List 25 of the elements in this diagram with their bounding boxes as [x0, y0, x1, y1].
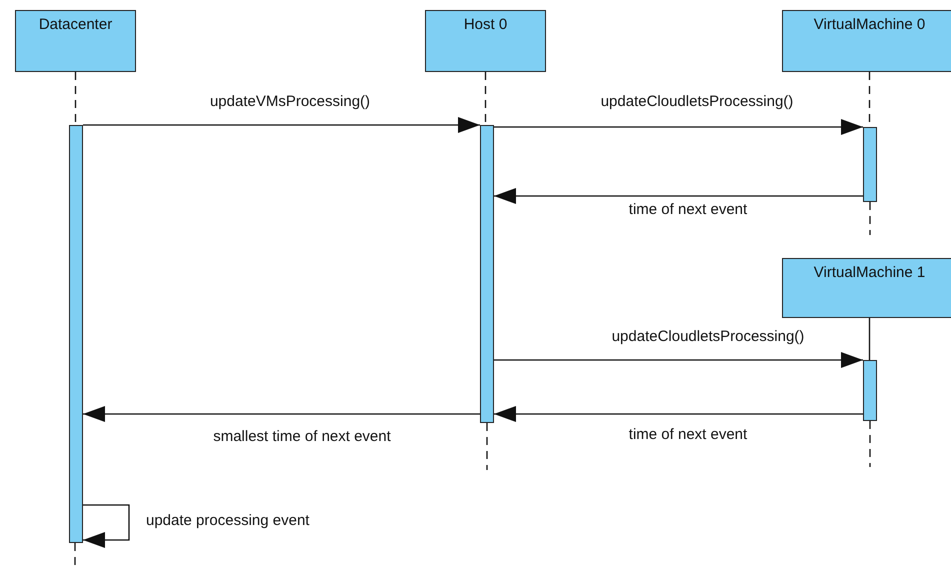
message-label: time of next event — [628, 201, 748, 218]
activation-bar — [863, 360, 877, 421]
lifeline — [484, 72, 486, 125]
activation-bar — [863, 127, 877, 202]
lifeline-box: Host 0 — [425, 10, 546, 72]
lifeline-box: VirtualMachine 1 — [782, 258, 951, 318]
self-message-arrow — [83, 504, 130, 548]
lifeline — [74, 72, 76, 125]
lifeline-box: Datacenter — [15, 10, 136, 72]
message-arrow — [494, 406, 863, 422]
message-label: update processing event — [146, 512, 310, 529]
message-label: time of next event — [628, 426, 748, 443]
lifeline — [868, 318, 870, 360]
message-label: smallest time of next event — [213, 428, 391, 445]
lifeline-box: VirtualMachine 0 — [782, 10, 951, 72]
activation-bar — [69, 125, 83, 543]
message-arrow — [494, 188, 863, 204]
activation-bar — [480, 125, 494, 423]
message-label: updateCloudletsProcessing() — [600, 93, 794, 110]
message-arrow — [494, 352, 863, 368]
message-arrow — [83, 117, 480, 133]
message-arrow — [83, 406, 480, 422]
message-arrow — [494, 119, 863, 135]
message-label: updateCloudletsProcessing() — [612, 328, 804, 345]
message-label: updateVMsProcessing() — [210, 93, 370, 110]
